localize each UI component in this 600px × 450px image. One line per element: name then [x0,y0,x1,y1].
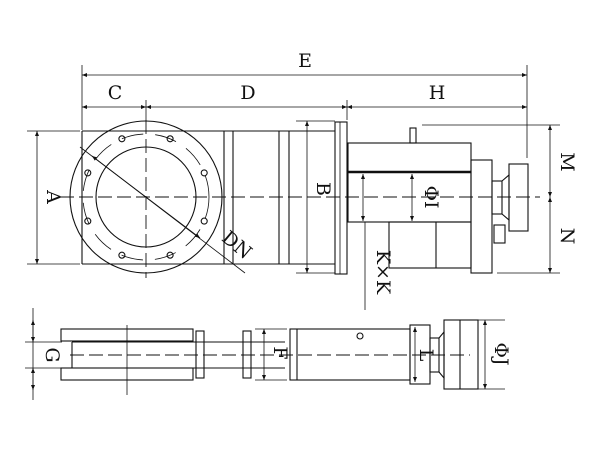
label-phi-i: ΦI [420,185,442,208]
label-b: B [312,182,334,196]
mounting-plate [334,121,348,275]
grease-nipple [409,127,417,144]
top-dimensions: E C D H [81,50,528,158]
bolt-hole [166,251,174,259]
handwheel [508,163,529,232]
label-m: M [556,152,578,171]
bolt-hole [118,251,126,259]
label-l: L [415,349,437,362]
bolt-head [356,332,364,340]
bolt-holes [84,135,208,259]
dimension-dn [91,155,201,239]
label-n: N [556,228,578,245]
bolt-hole [118,135,126,143]
front-view-actuator: ΦI K×K M N [347,124,578,310]
bolt-hole [200,169,208,177]
label-g: G [41,347,63,362]
end-cap [470,159,493,274]
bolt-hole [166,135,174,143]
label-kxk: K×K [372,250,394,295]
label-f: F [269,346,291,359]
bolt-hole [84,169,92,177]
front-view-valve-body: DN A B [27,120,540,278]
label-c: C [108,82,123,104]
label-e: E [298,50,312,72]
bolt-circle [82,133,210,261]
label-phi-j: ΦJ [490,342,512,365]
label-dn: DN [217,227,256,264]
label-h: H [429,82,446,104]
bottom-view: G F L ΦJ [25,308,512,400]
bolt-hole [84,217,92,225]
bolt-hole [200,217,208,225]
label-a: A [42,189,64,204]
handwheel-side [443,319,479,390]
bolt [493,224,506,244]
label-d: D [240,82,255,104]
